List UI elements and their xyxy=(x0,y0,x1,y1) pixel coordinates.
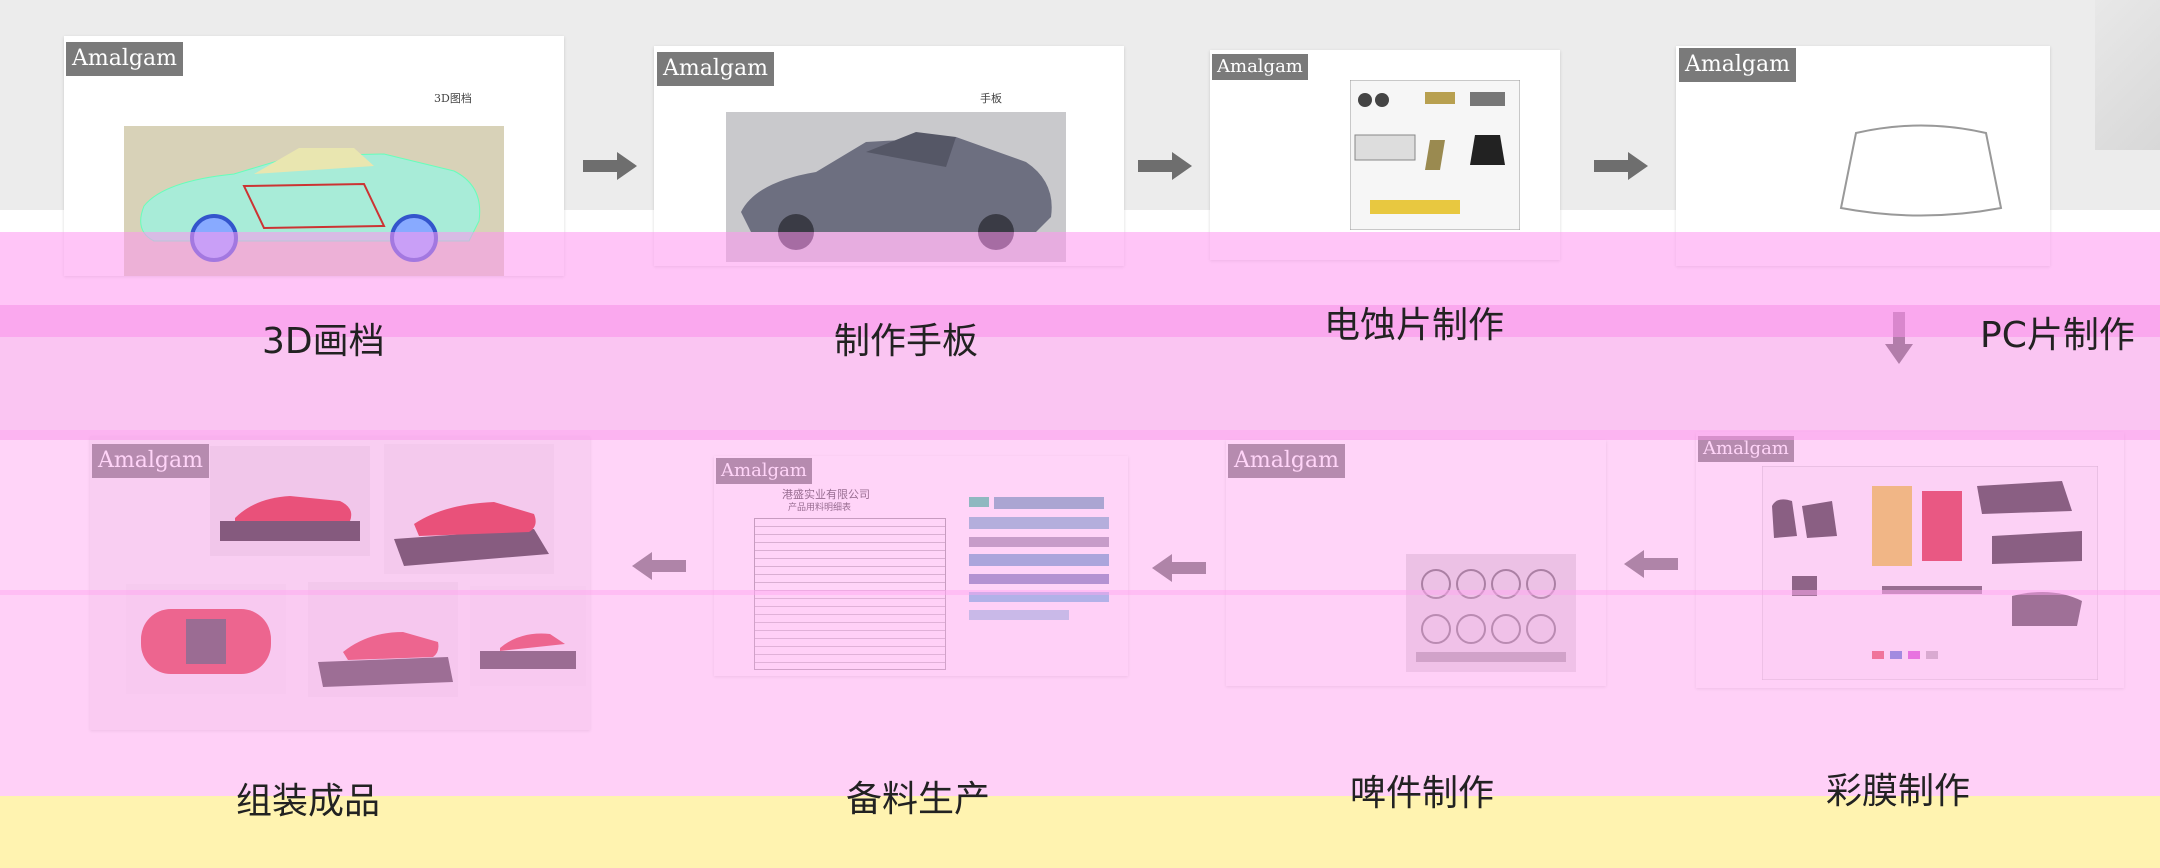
product-photo-1 xyxy=(210,446,370,556)
brand-logo: Amalgam xyxy=(66,42,183,76)
stage-3d-caption: 3D图档 xyxy=(434,92,472,105)
stage-pc-card: Amalgam xyxy=(1676,46,2050,266)
right-corner-decoration xyxy=(2095,0,2160,150)
etched-parts-sheet xyxy=(1350,80,1520,230)
car-3d-render xyxy=(124,126,504,276)
brand-logo: Amalgam xyxy=(1679,48,1796,82)
flow-arrow-left-icon xyxy=(632,552,686,580)
product-photo-2 xyxy=(384,444,554,574)
stage-etching-card: Amalgam xyxy=(1210,50,1560,260)
materials-parts-grid xyxy=(964,492,1114,632)
windshield-outline xyxy=(1839,124,2003,217)
product-photo-3 xyxy=(126,584,286,694)
brand-logo: Amalgam xyxy=(1212,54,1308,80)
flow-arrow-right-icon xyxy=(583,152,637,180)
stage-materials-card: Amalgam 港盛实业有限公司 产品用料明细表 xyxy=(714,456,1128,676)
brand-logo: Amalgam xyxy=(1698,436,1794,462)
brand-logo: Amalgam xyxy=(657,52,774,86)
stage-assembly-label: 组装成品 xyxy=(236,781,381,822)
brand-logo: Amalgam xyxy=(1228,444,1345,478)
stage-pc-label: PC片制作 xyxy=(1980,315,2135,356)
product-photo-5 xyxy=(470,586,586,686)
stage-prototype-label: 制作手板 xyxy=(834,321,979,362)
stage-injection-card: Amalgam xyxy=(1226,440,1606,686)
stage-film-card: Amalgam xyxy=(1696,432,2124,688)
stage-materials-label: 备料生产 xyxy=(846,779,991,820)
stage-injection-label: 啤件制作 xyxy=(1350,773,1495,814)
stage-film-label: 彩膜制作 xyxy=(1826,771,1971,812)
stage-3d-card: Amalgam 3D图档 xyxy=(64,36,564,276)
stage-etching-label: 电蚀片制作 xyxy=(1324,305,1505,346)
flow-arrow-left-icon xyxy=(1624,550,1678,578)
materials-table xyxy=(754,518,946,670)
flow-arrow-left-icon xyxy=(1152,554,1206,582)
brand-logo: Amalgam xyxy=(716,458,812,484)
flow-arrow-right-icon xyxy=(1594,152,1648,180)
stage-assembly-card: Amalgam xyxy=(90,436,590,730)
brand-logo: Amalgam xyxy=(92,444,209,478)
stage-prototype-card: Amalgam 手板 xyxy=(654,46,1124,266)
color-film-sheet xyxy=(1762,466,2098,680)
stage-3d-label: 3D画档 xyxy=(262,321,385,362)
injection-parts-photo xyxy=(1406,554,1576,672)
flow-arrow-right-icon xyxy=(1138,152,1192,180)
product-photo-4 xyxy=(308,582,458,697)
materials-doc-title: 港盛实业有限公司 xyxy=(782,488,870,501)
materials-doc-subtitle: 产品用料明细表 xyxy=(788,503,852,513)
flow-arrow-down-icon xyxy=(1885,312,1913,364)
stage-prototype-caption: 手板 xyxy=(980,92,1002,105)
prototype-car-photo xyxy=(726,112,1066,262)
